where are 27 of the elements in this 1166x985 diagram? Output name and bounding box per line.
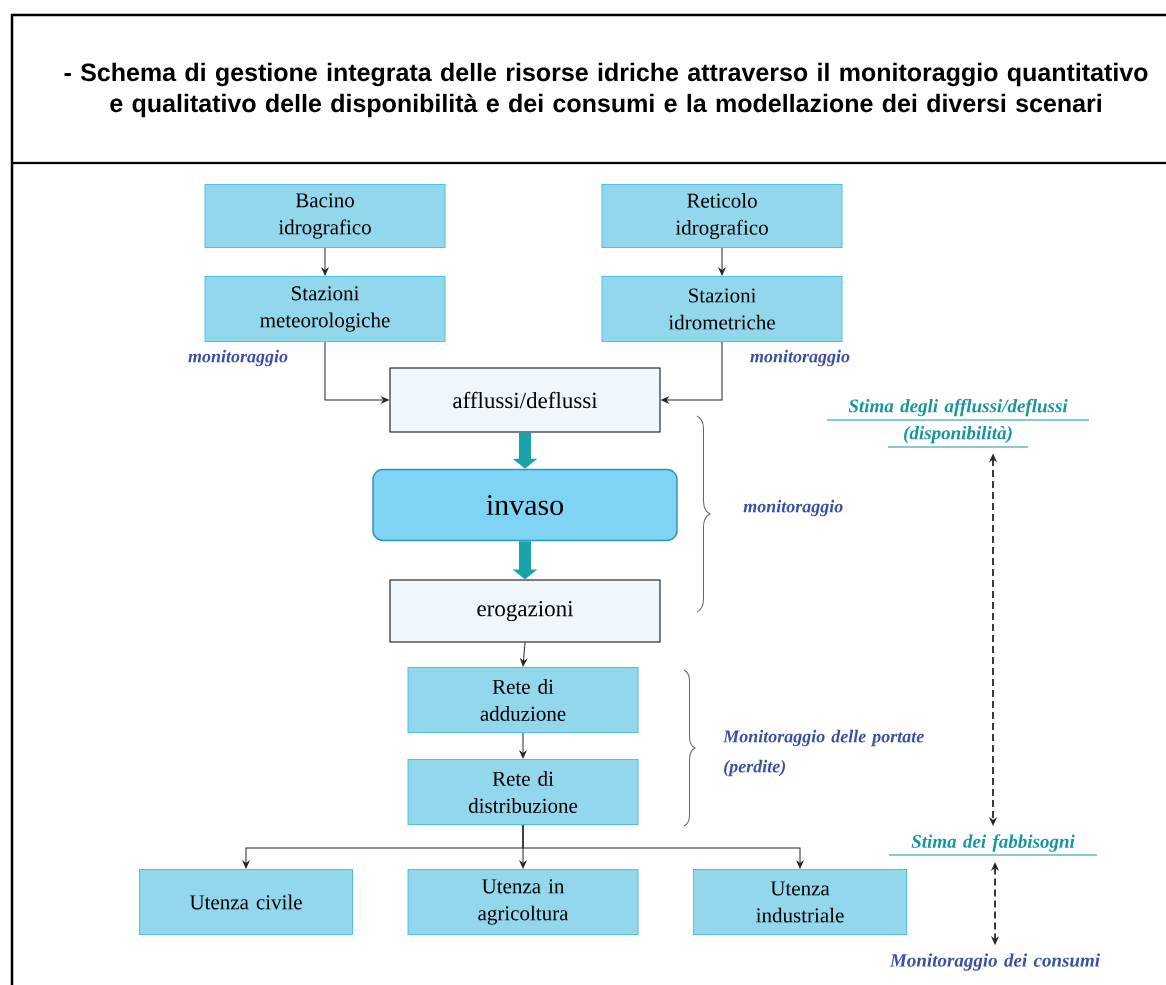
process-box: Reticolo idrografico xyxy=(601,184,843,248)
process-box: Utenza civile xyxy=(139,869,353,935)
process-box: erogazioni xyxy=(389,579,661,643)
monitoring-label: monitoraggio xyxy=(188,349,288,367)
monitoring-label: monitoraggio xyxy=(750,349,850,367)
process-box: Rete di distribuzione xyxy=(407,759,639,825)
process-box: Utenza in agricoltura xyxy=(407,869,639,935)
estimate-label: Stima degli afflussi/deflussi (disponibilità) xyxy=(826,398,1090,448)
arrow xyxy=(661,341,723,404)
title: - Schema di gestione integrata delle risorse idriche attraverso il monitoraggio quantitativo e qualitativo delle disponibilità e dei consumi e la modellazione dei diversi scenari xyxy=(64,62,1148,118)
monitoring-label: monitoraggio xyxy=(743,499,843,517)
arrow xyxy=(321,247,329,276)
arrow xyxy=(519,732,527,759)
arrow xyxy=(520,642,527,667)
process-box: Bacino idrografico xyxy=(204,184,446,248)
arrow xyxy=(718,247,726,276)
monitoring-label: Monitoraggio dei consumi xyxy=(889,953,1100,971)
arrow xyxy=(324,341,389,404)
process-box: afflussi/deflussi xyxy=(389,367,661,433)
reservoir-box: invaso xyxy=(372,468,678,542)
estimate-label: Stima dei fabbisogni xyxy=(888,834,1098,856)
monitoring-label: Monitoraggio delle portate (perdite) xyxy=(723,729,924,777)
process-box: Stazioni meteorologiche xyxy=(204,276,446,342)
process-box: Utenza industriale xyxy=(693,869,907,935)
arrow xyxy=(522,824,804,869)
process-box: Rete di adduzione xyxy=(407,667,639,733)
process-box: Stazioni idrometriche xyxy=(601,276,843,342)
